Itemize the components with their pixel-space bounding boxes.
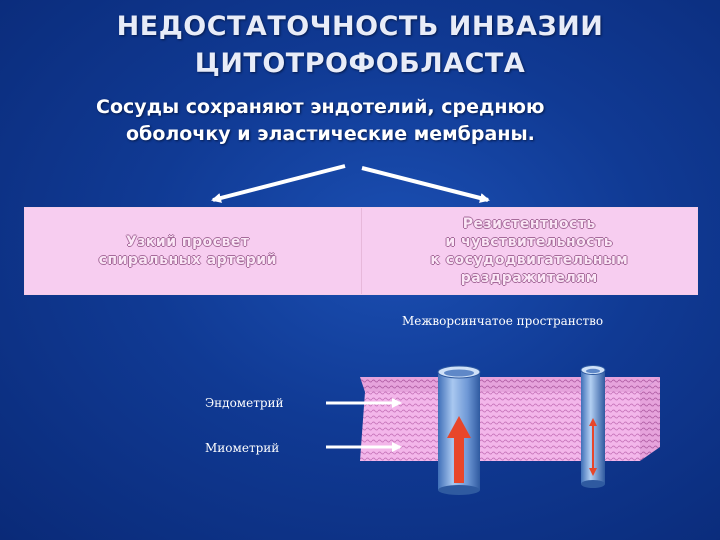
slide-subtitle: Сосуды сохраняют эндотелий, среднюю обол… [96,94,696,148]
tissue-block-front [360,392,640,461]
arrow-up-icon [447,416,471,483]
intervillous-space-label: Межворсинчатое пространство [402,314,604,328]
narrow-lumen-line-2: спиральных артерий [98,252,277,268]
slide-title: НЕДОСТАТОЧНОСТЬ ИНВАЗИИ ЦИТОТРОФОБЛАСТА [60,8,660,82]
resistance-line-4: раздражителям [460,270,598,286]
title-line-2: ЦИТОТРОФОБЛАСТА [194,48,526,79]
tissue-block-side [640,377,660,461]
tissue-block-top [360,377,660,392]
narrow-lumen-box: Узкий просвет спиральных артерий [25,208,361,294]
narrow-lumen-line-1: Узкий просвет [125,234,250,250]
endometrium-label: Эндометрий [205,396,284,410]
arrow-down-right-icon [361,166,490,203]
myometrium-label: Миометрий [205,441,280,455]
arrow-down-left-icon [211,164,346,203]
outcome-boxes: Узкий просвет спиральных артерий Резисте… [24,207,698,295]
subtitle-line-2: оболочку и эластические мембраны. [126,123,535,145]
arrow-updown-icon [589,418,597,476]
resistance-line-1: Резистентность [462,216,596,232]
resistance-box: Резистентность и чувствительность к сосу… [360,208,697,294]
resistance-line-3: к сосудодвигательным [430,252,629,268]
subtitle-line-1: Сосуды сохраняют эндотелий, среднюю [96,96,545,118]
resistance-line-2: и чувствительность [445,234,614,250]
title-line-1: НЕДОСТАТОЧНОСТЬ ИНВАЗИИ [116,11,604,42]
